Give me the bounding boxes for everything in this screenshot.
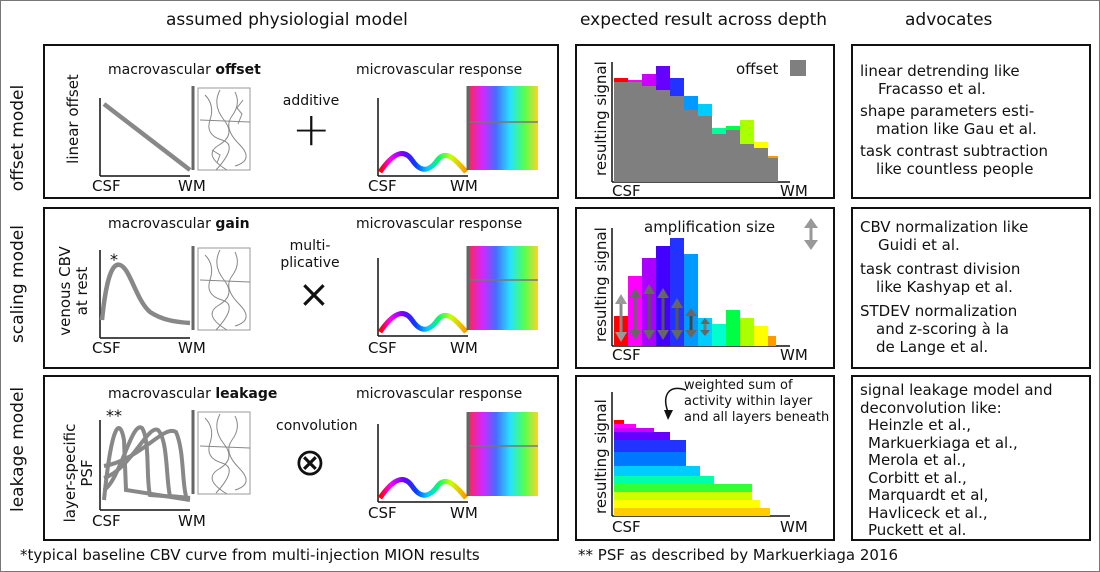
result-axis-csf-leakage: CSF [612, 518, 641, 536]
micro-axis-wm-leakage: WM [450, 504, 478, 522]
footnote-psf: ** PSF as described by Markuerkiaga 2016 [578, 546, 898, 564]
axis-wm-offset: WM [178, 177, 206, 195]
result-box-leakage [575, 375, 835, 541]
axis-wm-leakage: WM [178, 512, 206, 530]
axis-csf-scaling: CSF [92, 339, 121, 357]
macro-title-offset: macrovascular offset [108, 62, 261, 78]
asterisk-leakage: ** [106, 406, 122, 425]
operator-label-scaling: multi-plicative [280, 238, 340, 271]
asterisk-scaling: * [110, 250, 118, 269]
advocates-box-offset [851, 44, 1091, 199]
axis-csf-offset: CSF [92, 177, 121, 195]
result-axis-wm-scaling: WM [780, 346, 808, 364]
micro-axis-wm-scaling: WM [450, 339, 478, 357]
micro-title-leakage: microvascular response [356, 386, 523, 402]
result-note-offset: offset [736, 60, 779, 78]
micro-title-offset: microvascular response [356, 62, 523, 78]
advocates-box-leakage [851, 375, 1091, 541]
model-box-scaling [43, 207, 559, 369]
macro-title-scaling: macrovascular gain [108, 216, 250, 232]
micro-axis-csf-offset: CSF [368, 177, 397, 195]
advocates-text-scaling: CBV normalization like Guidi et al. task… [860, 218, 1029, 356]
footnote-cbv: *typical baseline CBV curve from multi-i… [20, 546, 480, 564]
model-box-offset [43, 44, 559, 199]
advocates-text-offset: linear detrending like Fracasso et al. s… [860, 62, 1049, 178]
result-axis-wm-leakage: WM [780, 518, 808, 536]
operator-label-offset: additive [282, 93, 340, 109]
axis-wm-scaling: WM [178, 339, 206, 357]
header-result: expected result across depth [580, 10, 828, 30]
times-symbol: × [298, 272, 330, 316]
convolution-symbol: ⊗ [294, 440, 326, 484]
header-model: assumed physiologial model [166, 10, 408, 30]
micro-axis-csf-scaling: CSF [368, 339, 397, 357]
result-axis-csf-scaling: CSF [612, 346, 641, 364]
result-box-offset [575, 44, 835, 199]
plus-symbol: + [292, 102, 331, 156]
axis-csf-leakage: CSF [92, 512, 121, 530]
result-box-scaling [575, 207, 835, 369]
result-axis-wm-offset: WM [780, 182, 808, 200]
macro-title-leakage: macrovascular leakage [108, 386, 278, 402]
operator-label-leakage: convolution [276, 418, 358, 434]
advocates-box-scaling [851, 207, 1091, 369]
micro-axis-csf-leakage: CSF [368, 504, 397, 522]
micro-title-scaling: microvascular response [356, 216, 523, 232]
micro-axis-wm-offset: WM [450, 177, 478, 195]
result-axis-csf-offset: CSF [612, 182, 641, 200]
result-note-scaling: amplification size [644, 218, 776, 236]
header-advocates: advocates [905, 10, 993, 30]
model-box-leakage [43, 375, 559, 541]
